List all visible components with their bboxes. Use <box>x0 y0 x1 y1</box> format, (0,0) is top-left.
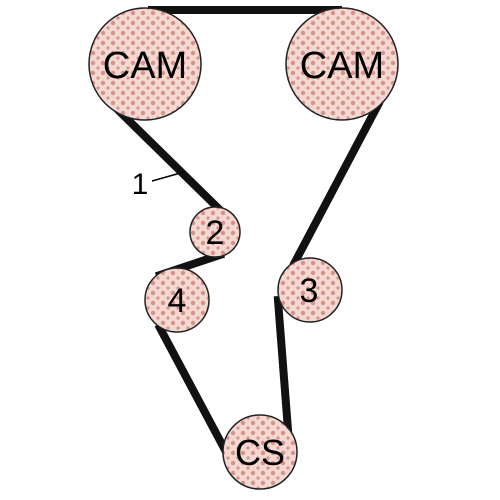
idler-pulley-2-circle <box>189 206 241 258</box>
belt-ref-leader-line <box>151 171 185 182</box>
cam-pulley-left-label: CAM <box>103 45 187 87</box>
cam-pulley-left-circle <box>88 7 202 121</box>
crankshaft-pulley-circle <box>222 414 298 490</box>
idler-pulley-4: 4 <box>144 267 210 333</box>
tensioner-pulley-3-label: 3 <box>300 272 319 310</box>
crankshaft-pulley-label: CS <box>235 432 285 473</box>
idler-pulley-2-label: 2 <box>206 214 225 252</box>
tensioner-pulley-3: 3 <box>277 257 343 323</box>
belt-segment-cam-to-2 <box>112 104 224 214</box>
cam-pulley-left: CAM <box>88 7 202 121</box>
timing-belt <box>112 6 384 456</box>
belt-segment-3-to-cam <box>289 99 384 268</box>
idler-pulley-4-label: 4 <box>168 282 187 320</box>
tensioner-pulley-3-circle <box>277 257 343 323</box>
cam-pulley-right-circle <box>285 7 399 121</box>
idler-pulley-4-circle <box>144 267 210 333</box>
belt-segment-4-to-cs <box>154 322 231 456</box>
crankshaft-pulley: CS <box>222 414 298 490</box>
cam-pulley-right: CAM <box>285 7 399 121</box>
belt-segment-cs-to-3 <box>273 295 293 435</box>
idler-pulley-2: 2 <box>189 206 241 258</box>
belt-ref-number: 1 <box>132 168 149 201</box>
cam-pulley-right-label: CAM <box>300 45 384 87</box>
